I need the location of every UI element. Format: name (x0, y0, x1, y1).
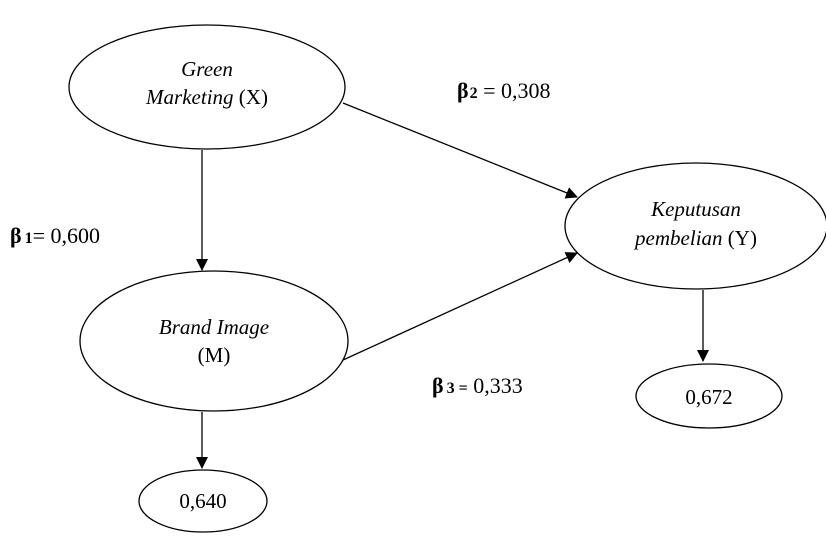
coef-b2-sub: 2 (470, 85, 478, 102)
coef-b3-sub: 3 = (447, 380, 468, 397)
node-brand-image-line2: (M) (198, 343, 231, 367)
node-brand-image-line1: Brand Image (159, 315, 269, 339)
coef-b3-eq: 0,333 (468, 373, 523, 398)
node-brand-image: Brand Image (M) (79, 270, 349, 412)
coef-b1-sub: 1 (25, 230, 33, 247)
r2-y-value: 0,672 (685, 385, 732, 409)
node-r2-y: 0,672 (635, 363, 783, 429)
coef-b1-eq: = 0,600 (33, 223, 100, 248)
node-green-marketing-suffix: (X) (234, 85, 268, 109)
node-green-marketing-line2: Marketing (X) (145, 85, 268, 109)
node-keputusan-suffix: (Y) (723, 226, 757, 250)
node-green-marketing-italic: Marketing (145, 85, 233, 109)
r2-m-value: 0,640 (179, 489, 226, 513)
coef-b2-symbol: β (457, 78, 469, 103)
node-green-marketing-line1: Green (181, 57, 233, 81)
node-keputusan-line1: Keputusan (650, 197, 741, 221)
arrow-m-to-y (342, 252, 578, 361)
coef-b1-symbol: β (10, 223, 22, 248)
node-r2-m: 0,640 (138, 469, 268, 533)
node-keputusan: Keputusan pembelian (Y) (564, 162, 826, 290)
coef-b2: β2 = 0,308 (457, 78, 551, 103)
node-keputusan-line2: pembelian (Y) (633, 226, 757, 250)
node-keputusan-italic: pembelian (633, 226, 722, 250)
coef-b2-eq: = 0,308 (478, 78, 551, 103)
node-green-marketing: Green Marketing (X) (68, 24, 346, 150)
coef-b3-symbol: β (432, 373, 444, 398)
arrow-x-to-y (342, 102, 578, 199)
